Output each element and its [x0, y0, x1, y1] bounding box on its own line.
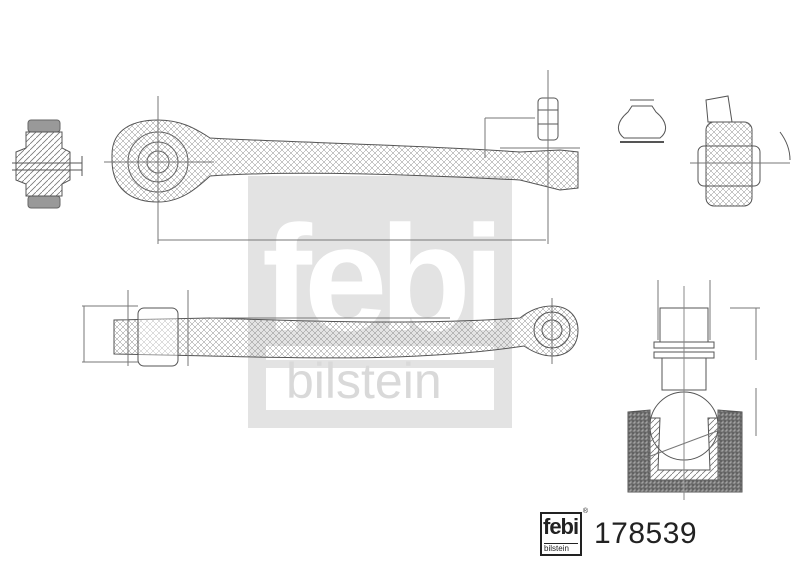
registered-mark: ®	[582, 508, 588, 515]
part-number: 178539	[594, 517, 698, 550]
brand-logo: febi bilstein ®	[540, 508, 588, 556]
watermark-bilstein-text: bilstein	[286, 353, 442, 409]
ball-joint-cross-section	[627, 280, 760, 500]
footer: febi bilstein ® 178539	[540, 508, 698, 556]
logo-bilstein-text: bilstein	[544, 543, 578, 553]
arm-side-view	[82, 290, 579, 367]
dust-boot	[618, 99, 666, 143]
ball-joint-side-view	[690, 95, 791, 207]
arm-top-view	[104, 70, 580, 244]
logo-febi-text: febi	[543, 514, 579, 539]
bushing-cross-section	[12, 119, 83, 209]
